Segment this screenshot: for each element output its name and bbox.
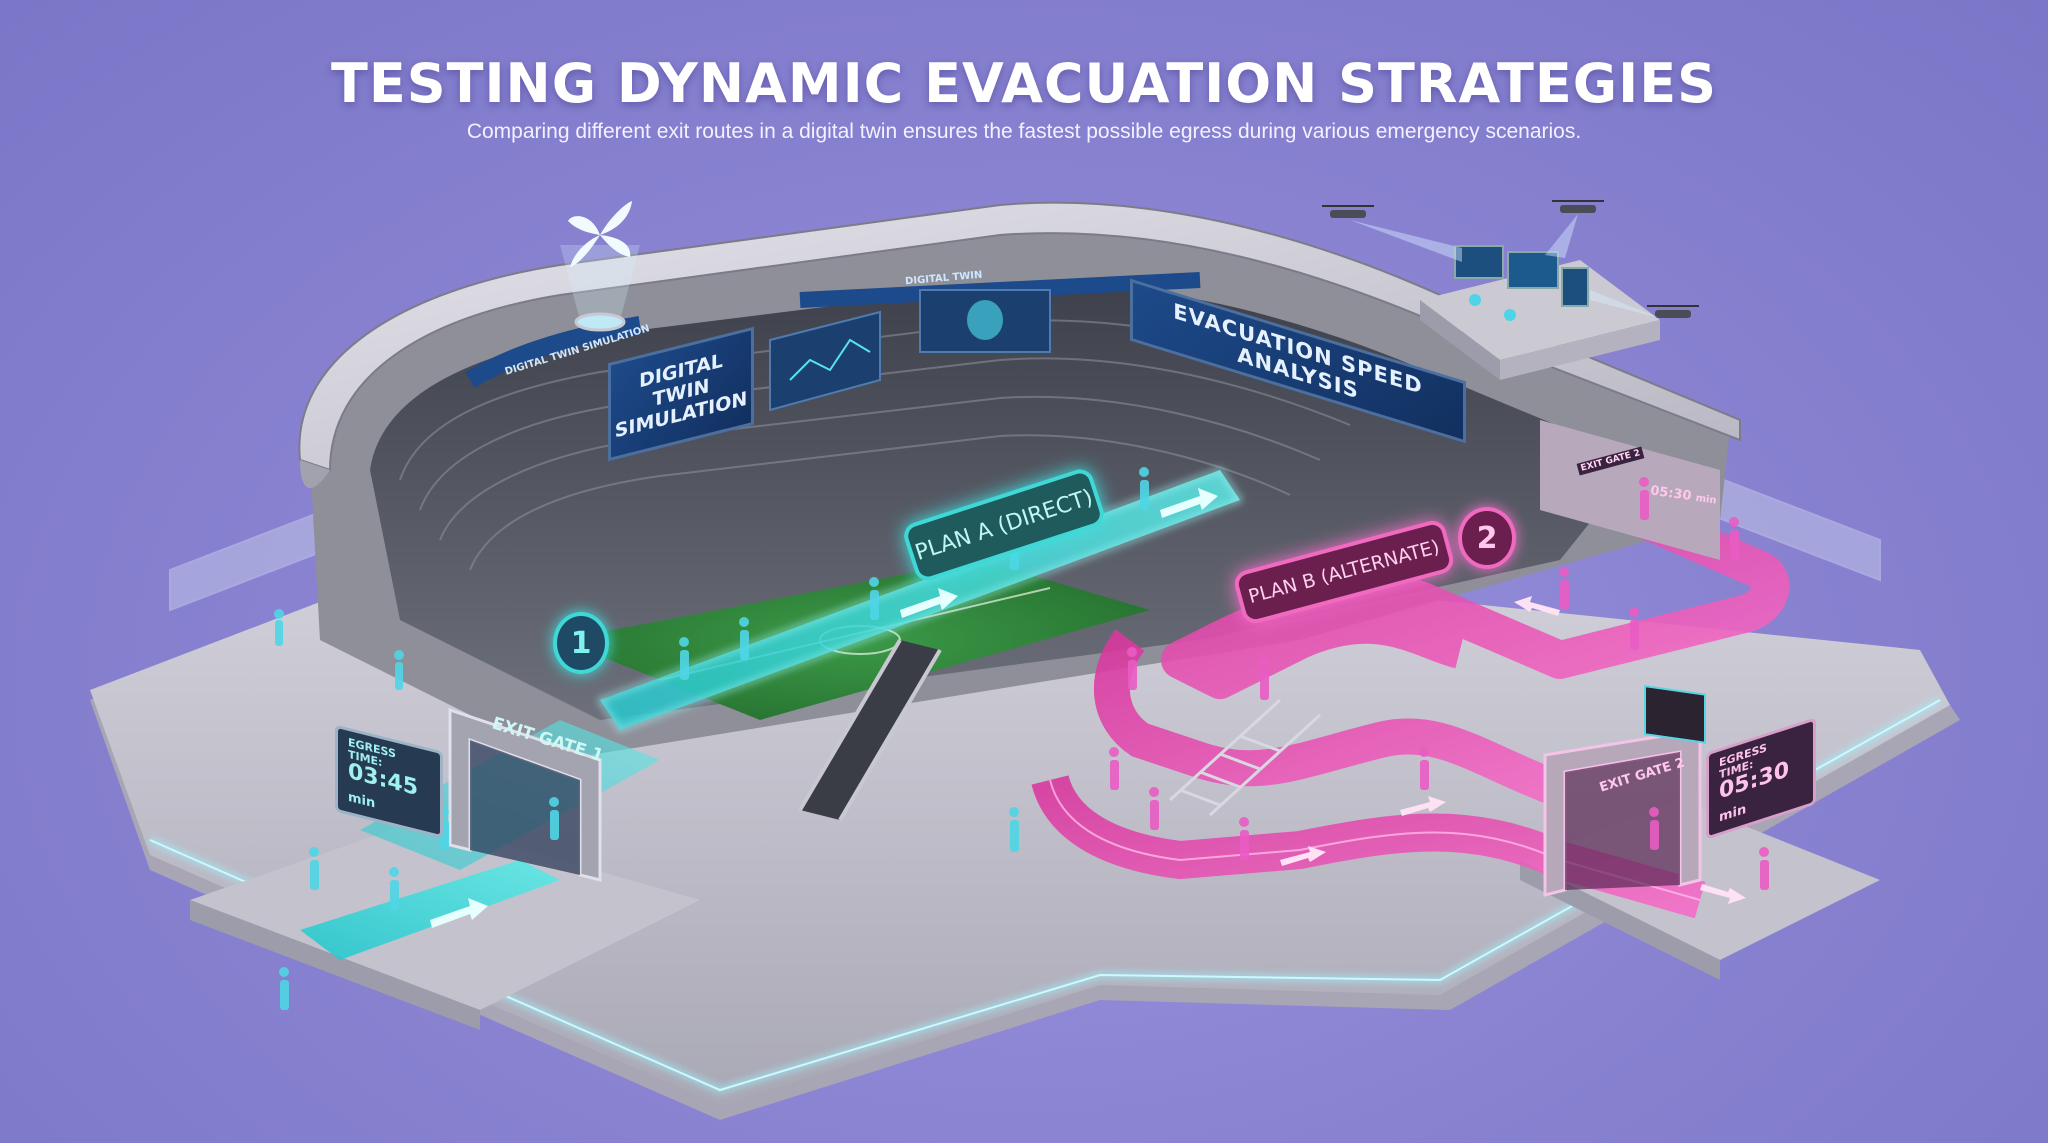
escalator xyxy=(798,638,942,822)
page-subtitle: Comparing different exit routes in a dig… xyxy=(466,120,1582,143)
dashboard-screen-hologram xyxy=(919,289,1051,353)
arrow-icon xyxy=(430,488,1218,928)
upper-exit-gate-building xyxy=(1540,420,1720,744)
drone-scan-beams xyxy=(1350,214,1660,318)
control-room xyxy=(1420,245,1660,380)
staircase xyxy=(1168,698,1322,817)
hologram-pinwheel-icon xyxy=(560,201,640,332)
drone-icon xyxy=(1322,200,1699,318)
person-figure-icon xyxy=(1109,477,1769,890)
dashboard-screen-chart xyxy=(769,310,881,412)
upper-egress-unit-text: min xyxy=(1694,492,1718,507)
arrow-icon xyxy=(1280,596,1746,904)
exit-gate-1 xyxy=(448,707,602,882)
ribbon-screen-left xyxy=(465,316,642,388)
plan-a-number: 1 xyxy=(570,625,592,661)
egress-unit-b: min xyxy=(1719,801,1747,826)
stadium-roof xyxy=(298,201,1741,489)
page-title: TESTING DYNAMIC EVACUATION STRATEGIES xyxy=(331,52,1717,115)
plan-b-number-badge: 2 xyxy=(1458,507,1516,569)
plan-a-number-badge: 1 xyxy=(553,612,609,674)
exit-gate-2 xyxy=(1543,728,1702,897)
egress-unit-a: min xyxy=(348,789,376,812)
plan-b-number: 2 xyxy=(1476,520,1498,556)
